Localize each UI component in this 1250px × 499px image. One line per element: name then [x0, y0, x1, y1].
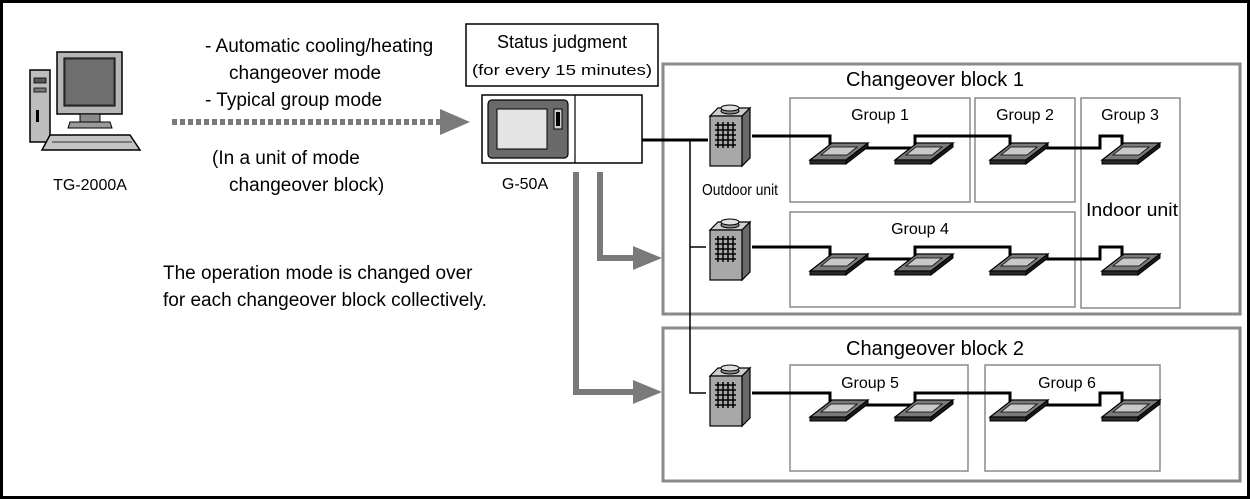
group-6-box — [984, 364, 1161, 472]
indoor-unit-icon — [989, 399, 1049, 422]
note-line-1: The operation mode is changed over — [163, 263, 473, 284]
indoor-unit-icon — [809, 142, 869, 165]
note-line-2: for each changeover block collectively. — [163, 290, 487, 311]
arrow-head-block-1 — [633, 246, 662, 270]
pc-label: TG-2000A — [53, 177, 127, 194]
group-1-label: Group 1 — [851, 107, 909, 124]
group-3-box — [1080, 97, 1181, 309]
outdoor-unit-icon — [709, 104, 751, 167]
controller-label: G-50A — [502, 176, 549, 193]
group-3-label: Group 3 — [1101, 107, 1159, 124]
indoor-unit-icon — [809, 253, 869, 276]
indoor-unit-label: Indoor unit — [1086, 200, 1178, 220]
mode-line-5: changeover block) — [229, 175, 384, 196]
indoor-unit-icon — [1101, 399, 1161, 422]
mode-line-2: changeover mode — [229, 63, 381, 84]
group-2-label: Group 2 — [996, 107, 1054, 124]
indoor-unit-icon — [894, 399, 954, 422]
group-2-box — [974, 97, 1076, 203]
changeover-block-2 — [661, 326, 1242, 483]
indoor-unit-icon — [1101, 142, 1161, 165]
changeover-block-1 — [661, 62, 1242, 316]
outdoor-unit-icon — [709, 364, 751, 427]
group-1-box — [789, 97, 971, 203]
indoor-unit-icon — [894, 253, 954, 276]
dotted-arrow-head — [440, 109, 470, 135]
status-judgment-title: Status judgment — [497, 32, 627, 52]
mode-line-4: (In a unit of mode — [212, 148, 360, 169]
group-4-label: Group 4 — [891, 221, 949, 238]
indoor-unit-icon — [1101, 253, 1161, 276]
mode-line-3: - Typical group mode — [205, 90, 382, 111]
indoor-unit-icon — [989, 142, 1049, 165]
group-5-box — [789, 364, 969, 472]
indoor-unit-icon — [809, 399, 869, 422]
central-controller-icon — [481, 94, 643, 164]
status-judgment-subtitle: (for every 15 minutes) — [472, 62, 652, 79]
changeover-block-2-label: Changeover block 2 — [846, 338, 1024, 360]
group-6-label: Group 6 — [1038, 375, 1096, 392]
mode-line-1: - Automatic cooling/heating — [205, 36, 433, 57]
outdoor-unit-icon — [709, 218, 751, 281]
pc-icon — [29, 51, 142, 151]
indoor-unit-icon — [989, 253, 1049, 276]
changeover-block-1-label: Changeover block 1 — [846, 69, 1024, 91]
indoor-unit-icon — [894, 142, 954, 165]
arrow-head-block-2 — [633, 380, 662, 404]
status-judgment-box — [465, 23, 659, 87]
group-5-label: Group 5 — [841, 375, 899, 392]
outdoor-unit-riser-line — [689, 139, 708, 394]
control-arrows — [573, 172, 635, 395]
outdoor-unit-label: Outdoor unit — [702, 182, 778, 199]
